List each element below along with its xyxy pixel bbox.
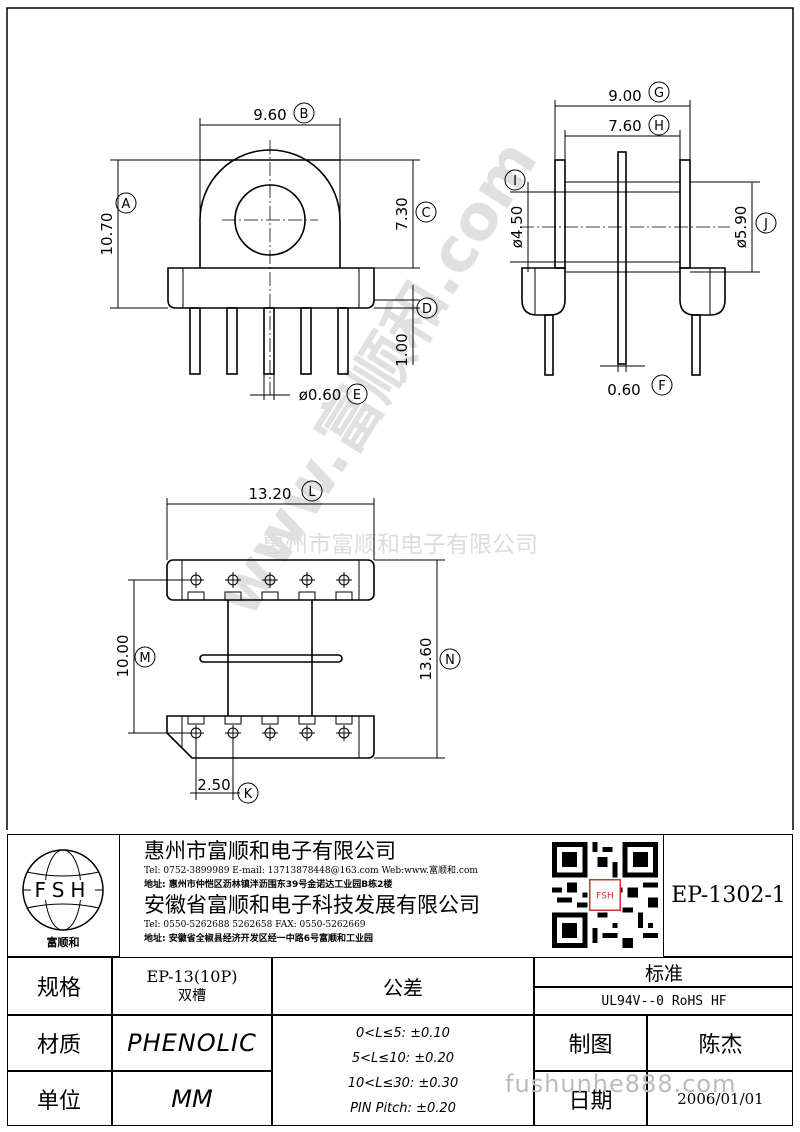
svg-text:B: B bbox=[300, 107, 309, 122]
material-label-cell: 材质 bbox=[7, 1015, 112, 1071]
date-label: 日期 bbox=[568, 1089, 613, 1114]
svg-text:J: J bbox=[763, 217, 768, 232]
company-name-2: 安徽省富顺和电子科技发展有限公司 bbox=[144, 893, 480, 917]
watermark-company: 惠州市富顺和电子有限公司 bbox=[262, 532, 538, 558]
tolerance-values-cell: 0<L≤5: ±0.10 5<L≤10: ±0.20 10<L≤30: ±0.3… bbox=[272, 1015, 534, 1126]
spec-label: 规格 bbox=[36, 976, 81, 1001]
standard-value-cell: UL94V--0 RoHS HF bbox=[534, 987, 793, 1015]
address-2: 地址: 安徽省全椒县经济开发区经一中路6号富顺和工业园 bbox=[144, 934, 373, 944]
qr-code: FSH bbox=[552, 842, 658, 948]
front-view: 9.60 10.70 7.30 1.00 ø0.60 B A C D E bbox=[98, 102, 438, 405]
callout-e: E bbox=[346, 383, 368, 405]
tel-line-1: Tel: 0752-3899989 E-mail: 13713878448@16… bbox=[144, 866, 478, 876]
date-value: 2006/01/01 bbox=[677, 1090, 764, 1108]
callout-c: C bbox=[415, 201, 437, 223]
svg-text:M: M bbox=[139, 651, 150, 666]
spec-value: EP-13(10P) bbox=[146, 967, 238, 986]
svg-text:K: K bbox=[244, 787, 253, 802]
dim-a-value: 10.70 bbox=[98, 213, 116, 256]
dim-m-value: 10.00 bbox=[114, 635, 132, 678]
company-name-1: 惠州市富顺和电子有限公司 bbox=[144, 839, 396, 863]
address-1: 地址: 惠州市仲恺区沥林镇泮沥围东39号金诺达工业园B栋2楼 bbox=[144, 880, 393, 890]
standard-value: UL94V--0 RoHS HF bbox=[601, 993, 727, 1009]
svg-text:F: F bbox=[658, 379, 665, 394]
part-number-cell: EP-1302-1 bbox=[663, 834, 793, 957]
dim-n-value: 13.60 bbox=[417, 638, 435, 681]
unit-value: MM bbox=[171, 1085, 213, 1113]
callout-i: I bbox=[504, 169, 526, 191]
callout-g: G bbox=[648, 81, 670, 103]
svg-text:N: N bbox=[445, 653, 455, 668]
callout-a: A bbox=[115, 192, 137, 214]
svg-text:H: H bbox=[654, 119, 664, 134]
callout-n: N bbox=[439, 648, 461, 670]
tolerance-label: 公差 bbox=[383, 975, 423, 1000]
spec-sub: 双槽 bbox=[178, 988, 206, 1004]
technical-drawing: www.富顺和.com 惠州市富顺和电子有限公司 9.60 10. bbox=[6, 7, 794, 830]
dim-k-value: 2.50 bbox=[197, 776, 230, 794]
dim-i-value: ø4.50 bbox=[508, 206, 526, 249]
svg-text:C: C bbox=[421, 206, 430, 221]
part-number: EP-1302-1 bbox=[671, 883, 786, 908]
dim-e-value: ø0.60 bbox=[299, 386, 342, 404]
dim-l-value: 13.20 bbox=[249, 485, 292, 503]
tolerance-label-cell: 公差 bbox=[272, 957, 534, 1015]
side-view: 9.00 7.60 ø4.50 ø5.90 0.60 G H I J F bbox=[504, 81, 777, 399]
unit-label-cell: 单位 bbox=[7, 1071, 112, 1126]
spec-label-cell: 规格 bbox=[7, 957, 112, 1015]
tolerance-line-1: 0<L≤5: ±0.10 bbox=[356, 1025, 450, 1041]
standard-label-cell: 标准 bbox=[534, 957, 793, 987]
dim-c-value: 7.30 bbox=[393, 197, 411, 230]
svg-text:I: I bbox=[513, 174, 517, 189]
svg-text:E: E bbox=[353, 388, 361, 403]
svg-text:G: G bbox=[654, 86, 664, 101]
callout-l: L bbox=[301, 480, 323, 502]
callout-j: J bbox=[755, 212, 777, 234]
unit-value-cell: MM bbox=[112, 1071, 272, 1126]
material-value-cell: PHENOLIC bbox=[112, 1015, 272, 1071]
callout-h: H bbox=[648, 114, 670, 136]
tolerance-line-3: 10<L≤30: ±0.30 bbox=[347, 1075, 459, 1091]
svg-text:FSH: FSH bbox=[35, 878, 92, 902]
watermark-bottom: fushunhe888.com bbox=[505, 1070, 737, 1098]
company-info: 惠州市富顺和电子有限公司 Tel: 0752-3899989 E-mail: 1… bbox=[144, 838, 544, 956]
svg-text:富顺和: 富顺和 bbox=[47, 935, 80, 949]
callout-b: B bbox=[293, 102, 315, 124]
svg-text:FSH: FSH bbox=[596, 892, 614, 902]
material-value: PHENOLIC bbox=[127, 1029, 257, 1057]
standard-label: 标准 bbox=[644, 962, 683, 985]
callout-m: M bbox=[134, 646, 156, 668]
dim-d-value: 1.00 bbox=[393, 333, 411, 366]
watermark: www.富顺和.com 惠州市富顺和电子有限公司 bbox=[201, 127, 552, 628]
drawn-label-cell: 制图 bbox=[534, 1015, 647, 1071]
material-label: 材质 bbox=[36, 1033, 81, 1058]
drawn-label: 制图 bbox=[568, 1033, 613, 1058]
spec-value-cell: EP-13(10P) 双槽 bbox=[112, 957, 272, 1015]
dim-j-value: ø5.90 bbox=[732, 206, 750, 249]
date-label-cell: 日期 bbox=[534, 1071, 647, 1126]
callout-d: D bbox=[416, 297, 438, 319]
unit-label: 单位 bbox=[36, 1089, 81, 1114]
tel-line-2: Tel: 0550-5262688 5262658 FAX: 0550-5262… bbox=[144, 920, 366, 930]
bottom-view: 13.20 10.00 13.60 2.50 L M N K bbox=[114, 480, 461, 804]
svg-text:A: A bbox=[122, 197, 131, 212]
logo-cell: FSH 富顺和 bbox=[7, 834, 120, 957]
dim-f-value: 0.60 bbox=[607, 381, 640, 399]
tolerance-line-4: PIN Pitch: ±0.20 bbox=[350, 1100, 456, 1116]
callout-k: K bbox=[237, 782, 259, 804]
callout-f: F bbox=[651, 374, 673, 396]
date-value-cell: 2006/01/01 bbox=[647, 1071, 793, 1126]
svg-text:L: L bbox=[308, 485, 316, 500]
dim-g-value: 9.00 bbox=[608, 87, 641, 105]
svg-text:D: D bbox=[422, 302, 432, 317]
dim-h-value: 7.60 bbox=[608, 117, 641, 135]
drawn-value-cell: 陈杰 bbox=[647, 1015, 793, 1071]
dim-b-value: 9.60 bbox=[253, 106, 286, 124]
tolerance-line-2: 5<L≤10: ±0.20 bbox=[351, 1050, 455, 1066]
drawn-value: 陈杰 bbox=[698, 1033, 743, 1058]
fsh-logo: FSH 富顺和 bbox=[22, 848, 104, 949]
